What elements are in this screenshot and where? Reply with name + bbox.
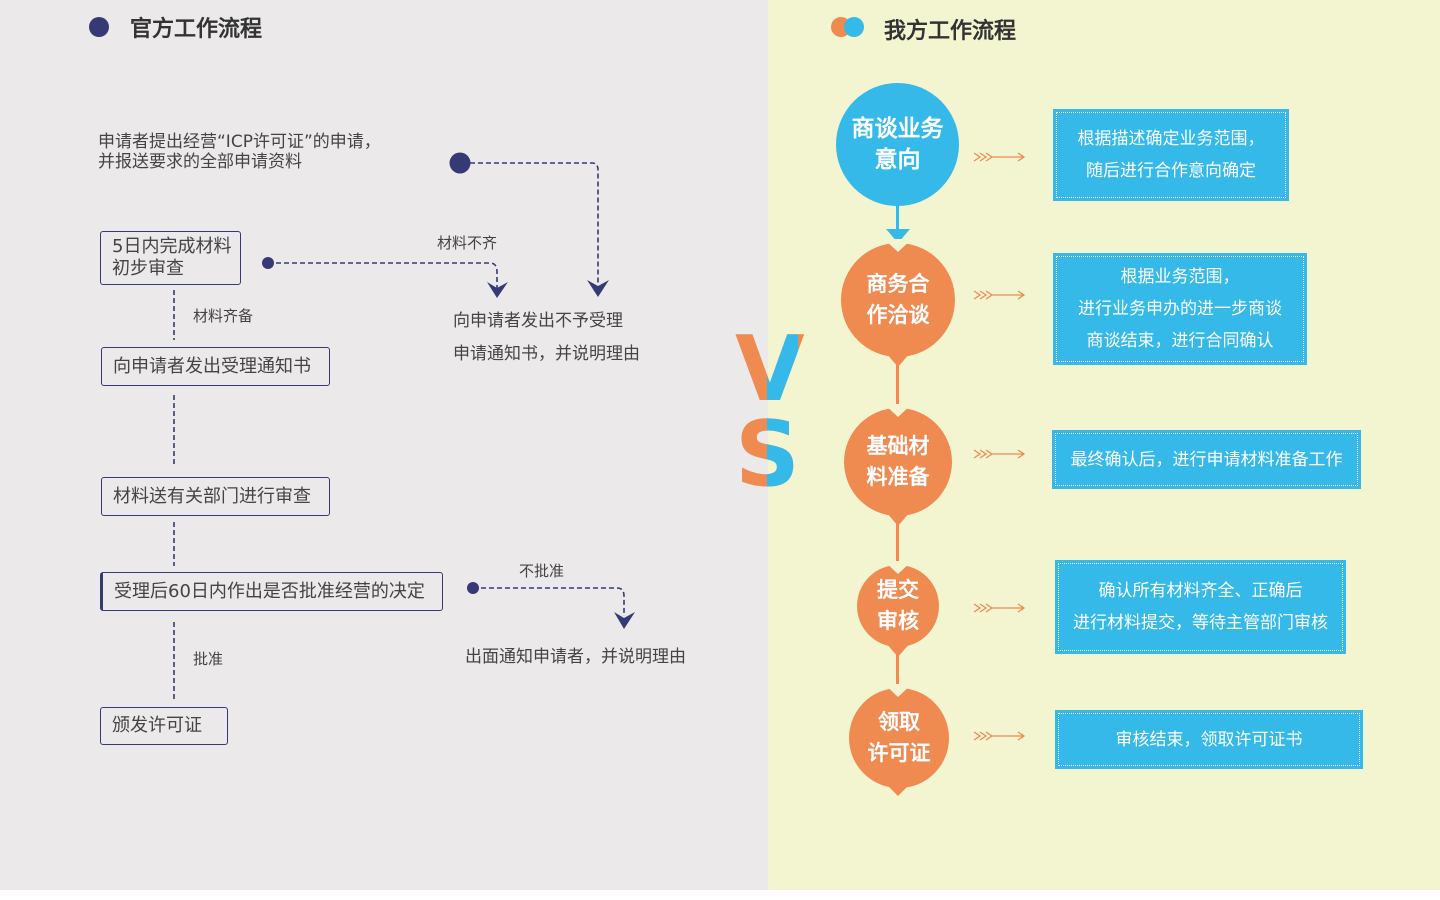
title-bullet-blue-icon bbox=[844, 17, 864, 37]
complete-label: 材料齐备 bbox=[193, 307, 254, 325]
our-step-1-desc-line1: 根据描述确定业务范围， bbox=[1077, 129, 1265, 149]
our-step-2-desc-line2: 进行业务申办的进一步商谈 bbox=[1078, 299, 1282, 319]
intro-line-2: 并报送要求的全部申请资料 bbox=[98, 152, 302, 172]
our-step-1-circle: 商谈业务 意向 bbox=[836, 83, 959, 206]
step-issue-license-box: 颁发许可证 bbox=[100, 707, 228, 745]
our-step-3-circle: 基础材 料准备 bbox=[844, 408, 952, 516]
our-step-4-line2: 审核 bbox=[877, 609, 919, 633]
double-arrow-icon bbox=[973, 152, 1026, 162]
our-step-5-line1: 领取 bbox=[878, 710, 920, 734]
arrowhead-icon bbox=[587, 280, 609, 297]
our-step-3-desc-line1: 最终确认后，进行申请材料准备工作 bbox=[1070, 449, 1343, 470]
double-arrow-icon bbox=[973, 603, 1026, 613]
vs-v-text: V bbox=[735, 317, 805, 422]
our-step-5-desc-line1: 审核结束，领取许可证书 bbox=[1115, 729, 1303, 750]
our-step-1-line2: 意向 bbox=[874, 146, 921, 173]
our-step-3-notch-icon bbox=[884, 404, 912, 417]
right-connector-1 bbox=[896, 200, 899, 245]
our-step-4-notch-icon bbox=[884, 561, 912, 574]
vs-s-blue-half: S bbox=[738, 410, 798, 500]
approved-label: 批准 bbox=[193, 650, 224, 668]
our-step-2-notch-icon bbox=[884, 239, 912, 252]
our-step-1-line1: 商谈业务 bbox=[851, 115, 944, 142]
step-decision-box: 受理后60日内作出是否批准经营的决定 bbox=[100, 572, 443, 611]
vs-v-text-blue: V bbox=[738, 325, 798, 415]
step-initial-review-box: 5日内完成材料 初步审查 bbox=[100, 231, 241, 285]
step-initial-review-line1: 5日内完成材料 bbox=[112, 236, 232, 257]
reject-start-dot bbox=[467, 582, 479, 594]
intro-connector bbox=[470, 162, 599, 285]
our-step-2-desc-line1: 根据业务范围， bbox=[1120, 267, 1240, 287]
reject-outcome-line2: 申请通知书，并说明理由 bbox=[453, 344, 640, 364]
our-step-2-tip-icon bbox=[886, 353, 910, 367]
our-step-2-desc: 根据业务范围， 进行业务申办的进一步商谈 商谈结束，进行合同确认 bbox=[1053, 253, 1307, 365]
our-step-5-notch-icon bbox=[884, 684, 912, 697]
incomplete-start-dot bbox=[262, 257, 274, 269]
step-decision-label: 受理后60日内作出是否批准经营的决定 bbox=[114, 580, 425, 602]
our-step-1-desc: 根据描述确定业务范围， 随后进行合作意向确定 bbox=[1053, 109, 1289, 201]
our-step-4-desc: 确认所有材料齐全、正确后 进行材料提交，等待主管部门审核 bbox=[1055, 560, 1346, 654]
step-issue-license-label: 颁发许可证 bbox=[112, 715, 202, 736]
intro-start-dot bbox=[449, 152, 471, 174]
our-step-3-desc: 最终确认后，进行申请材料准备工作 bbox=[1052, 430, 1361, 489]
our-step-2-line2: 作洽谈 bbox=[866, 303, 930, 327]
step-department-review-box: 材料送有关部门进行审查 bbox=[101, 477, 330, 516]
our-step-4-desc-line2: 进行材料提交，等待主管部门审核 bbox=[1073, 613, 1328, 633]
our-step-4-line1: 提交 bbox=[877, 578, 919, 602]
reject-outcome-line1: 向申请者发出不予受理 bbox=[453, 311, 623, 331]
our-step-5-circle: 领取 许可证 bbox=[849, 688, 949, 788]
our-step-2-circle: 商务合 作洽谈 bbox=[841, 243, 955, 357]
vs-s-text: S bbox=[735, 402, 800, 507]
step-acceptance-notice-label: 向申请者发出受理通知书 bbox=[113, 355, 311, 377]
our-step-5-tip-icon bbox=[886, 784, 910, 796]
incomplete-connector bbox=[268, 262, 498, 288]
our-step-3-line1: 基础材 bbox=[866, 434, 930, 458]
right-connector-3 bbox=[896, 520, 899, 565]
double-arrow-icon bbox=[973, 449, 1026, 459]
right-arrows bbox=[973, 152, 1026, 741]
our-step-1-desc-line2: 随后进行合作意向确定 bbox=[1086, 161, 1256, 181]
right-connector-4 bbox=[896, 650, 899, 690]
double-arrow-icon bbox=[973, 290, 1026, 300]
vs-s-text-blue: S bbox=[738, 410, 798, 500]
reject-connector bbox=[473, 587, 625, 616]
step-initial-review-line2: 初步审查 bbox=[112, 258, 184, 279]
title-bullet-icon bbox=[89, 17, 109, 37]
our-step-4-desc-line1: 确认所有材料齐全、正确后 bbox=[1098, 581, 1303, 601]
our-step-5-line2: 许可证 bbox=[867, 741, 931, 765]
our-process-title: 我方工作流程 bbox=[884, 19, 1017, 44]
vs-v-letter: V bbox=[735, 325, 805, 415]
rejected-label: 不批准 bbox=[519, 562, 565, 580]
official-flow-connectors bbox=[173, 152, 635, 700]
vs-v-blue-half: V bbox=[738, 325, 798, 415]
official-process-title: 官方工作流程 bbox=[130, 17, 263, 42]
arrowhead-icon bbox=[487, 282, 508, 298]
arrowhead-icon bbox=[614, 612, 635, 629]
step-department-review-label: 材料送有关部门进行审查 bbox=[113, 485, 311, 507]
intro-line-1: 申请者提出经营“ICP许可证”的申请， bbox=[98, 132, 381, 152]
incomplete-label: 材料不齐 bbox=[437, 234, 498, 252]
vs-s-letter: S bbox=[735, 410, 800, 500]
our-step-4-tip-icon bbox=[886, 643, 910, 657]
our-step-2-line1: 商务合 bbox=[866, 272, 930, 296]
step-acceptance-notice-box: 向申请者发出受理通知书 bbox=[101, 347, 330, 386]
our-step-3-tip-icon bbox=[886, 512, 910, 526]
right-connector-2 bbox=[896, 360, 899, 410]
our-step-2-desc-line3: 商谈结束，进行合同确认 bbox=[1086, 331, 1274, 351]
our-step-4-circle: 提交 审核 bbox=[857, 565, 939, 647]
our-step-3-line2: 料准备 bbox=[866, 465, 930, 489]
our-step-5-desc: 审核结束，领取许可证书 bbox=[1055, 710, 1363, 769]
double-arrow-icon bbox=[973, 731, 1026, 741]
deny-outcome: 出面通知申请者，并说明理由 bbox=[465, 647, 686, 667]
